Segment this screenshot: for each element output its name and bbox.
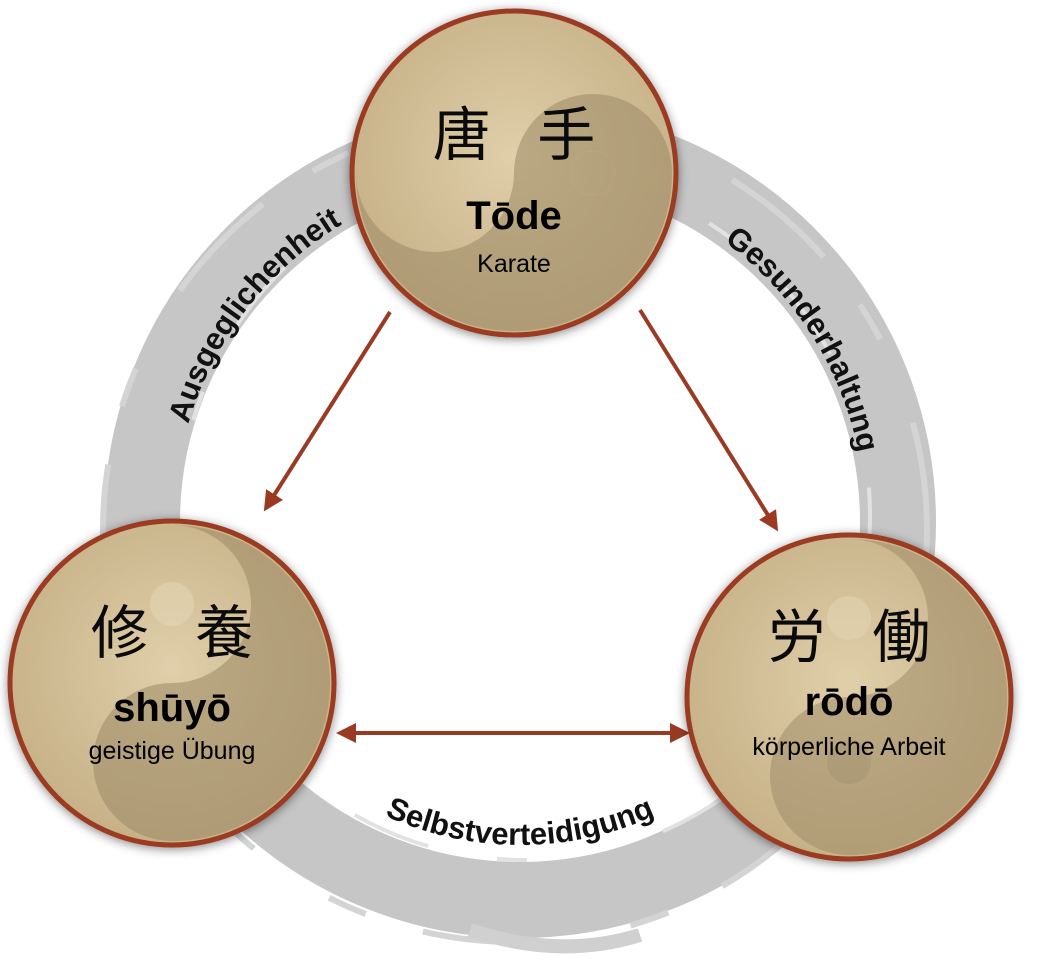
yin-yang-icon: [356, 94, 672, 331]
arrow-tode-to-rodo: [638, 308, 779, 532]
node-meaning: körperliche Arbeit: [752, 733, 945, 761]
node-romaji: Tōde: [466, 194, 562, 238]
node-rodo: 労 働 rōdō körperliche Arbeit: [684, 532, 1014, 862]
arrow-tode-to-shuyo: [263, 310, 392, 512]
node-kanji: 労 働: [768, 603, 944, 671]
node-meaning: geistige Übung: [89, 737, 256, 765]
node-kanji: 修 養: [91, 599, 267, 667]
node-romaji: shūyō: [113, 686, 231, 730]
node-meaning: Karate: [477, 250, 551, 278]
node-kanji: 唐 手: [433, 101, 609, 169]
node-tode: 唐 手 Tōde Karate: [349, 8, 679, 338]
node-shuyo: 修 養 shūyō geistige Übung: [7, 518, 337, 848]
yin-yang-icon: [93, 525, 330, 841]
node-romaji: rōdō: [805, 680, 894, 724]
yin-yang-icon: [770, 539, 1007, 855]
